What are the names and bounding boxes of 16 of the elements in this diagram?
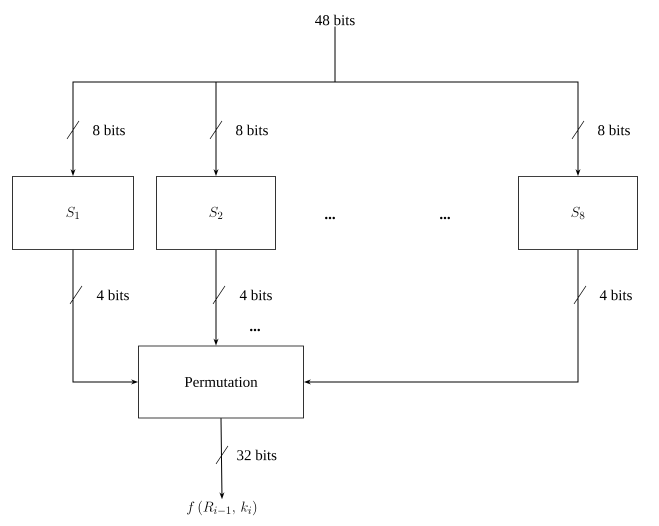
process-box: $S_8$ <box>518 176 638 250</box>
output-label: $f\,(R_{i-1},\, k_i)$ <box>187 500 256 516</box>
process-box: $S_2$ <box>156 176 276 250</box>
edge-label: 8 bits <box>234 124 270 136</box>
ellipsis: ... <box>250 328 260 332</box>
edge-label: 8 bits <box>92 124 126 136</box>
process-box: Permutation <box>138 346 304 418</box>
edge-label: 32 bits <box>236 448 278 462</box>
edge-label: 4 bits <box>598 288 634 302</box>
edge-label: 4 bits <box>96 288 130 302</box>
edge-label: 4 bits <box>238 288 274 302</box>
edge-label: 8 bits <box>596 124 632 136</box>
process-box: $S_1$ <box>12 176 134 250</box>
ellipsis: ... <box>440 216 450 220</box>
input-label: 48 bits <box>315 14 355 26</box>
ellipsis: ... <box>325 216 335 220</box>
